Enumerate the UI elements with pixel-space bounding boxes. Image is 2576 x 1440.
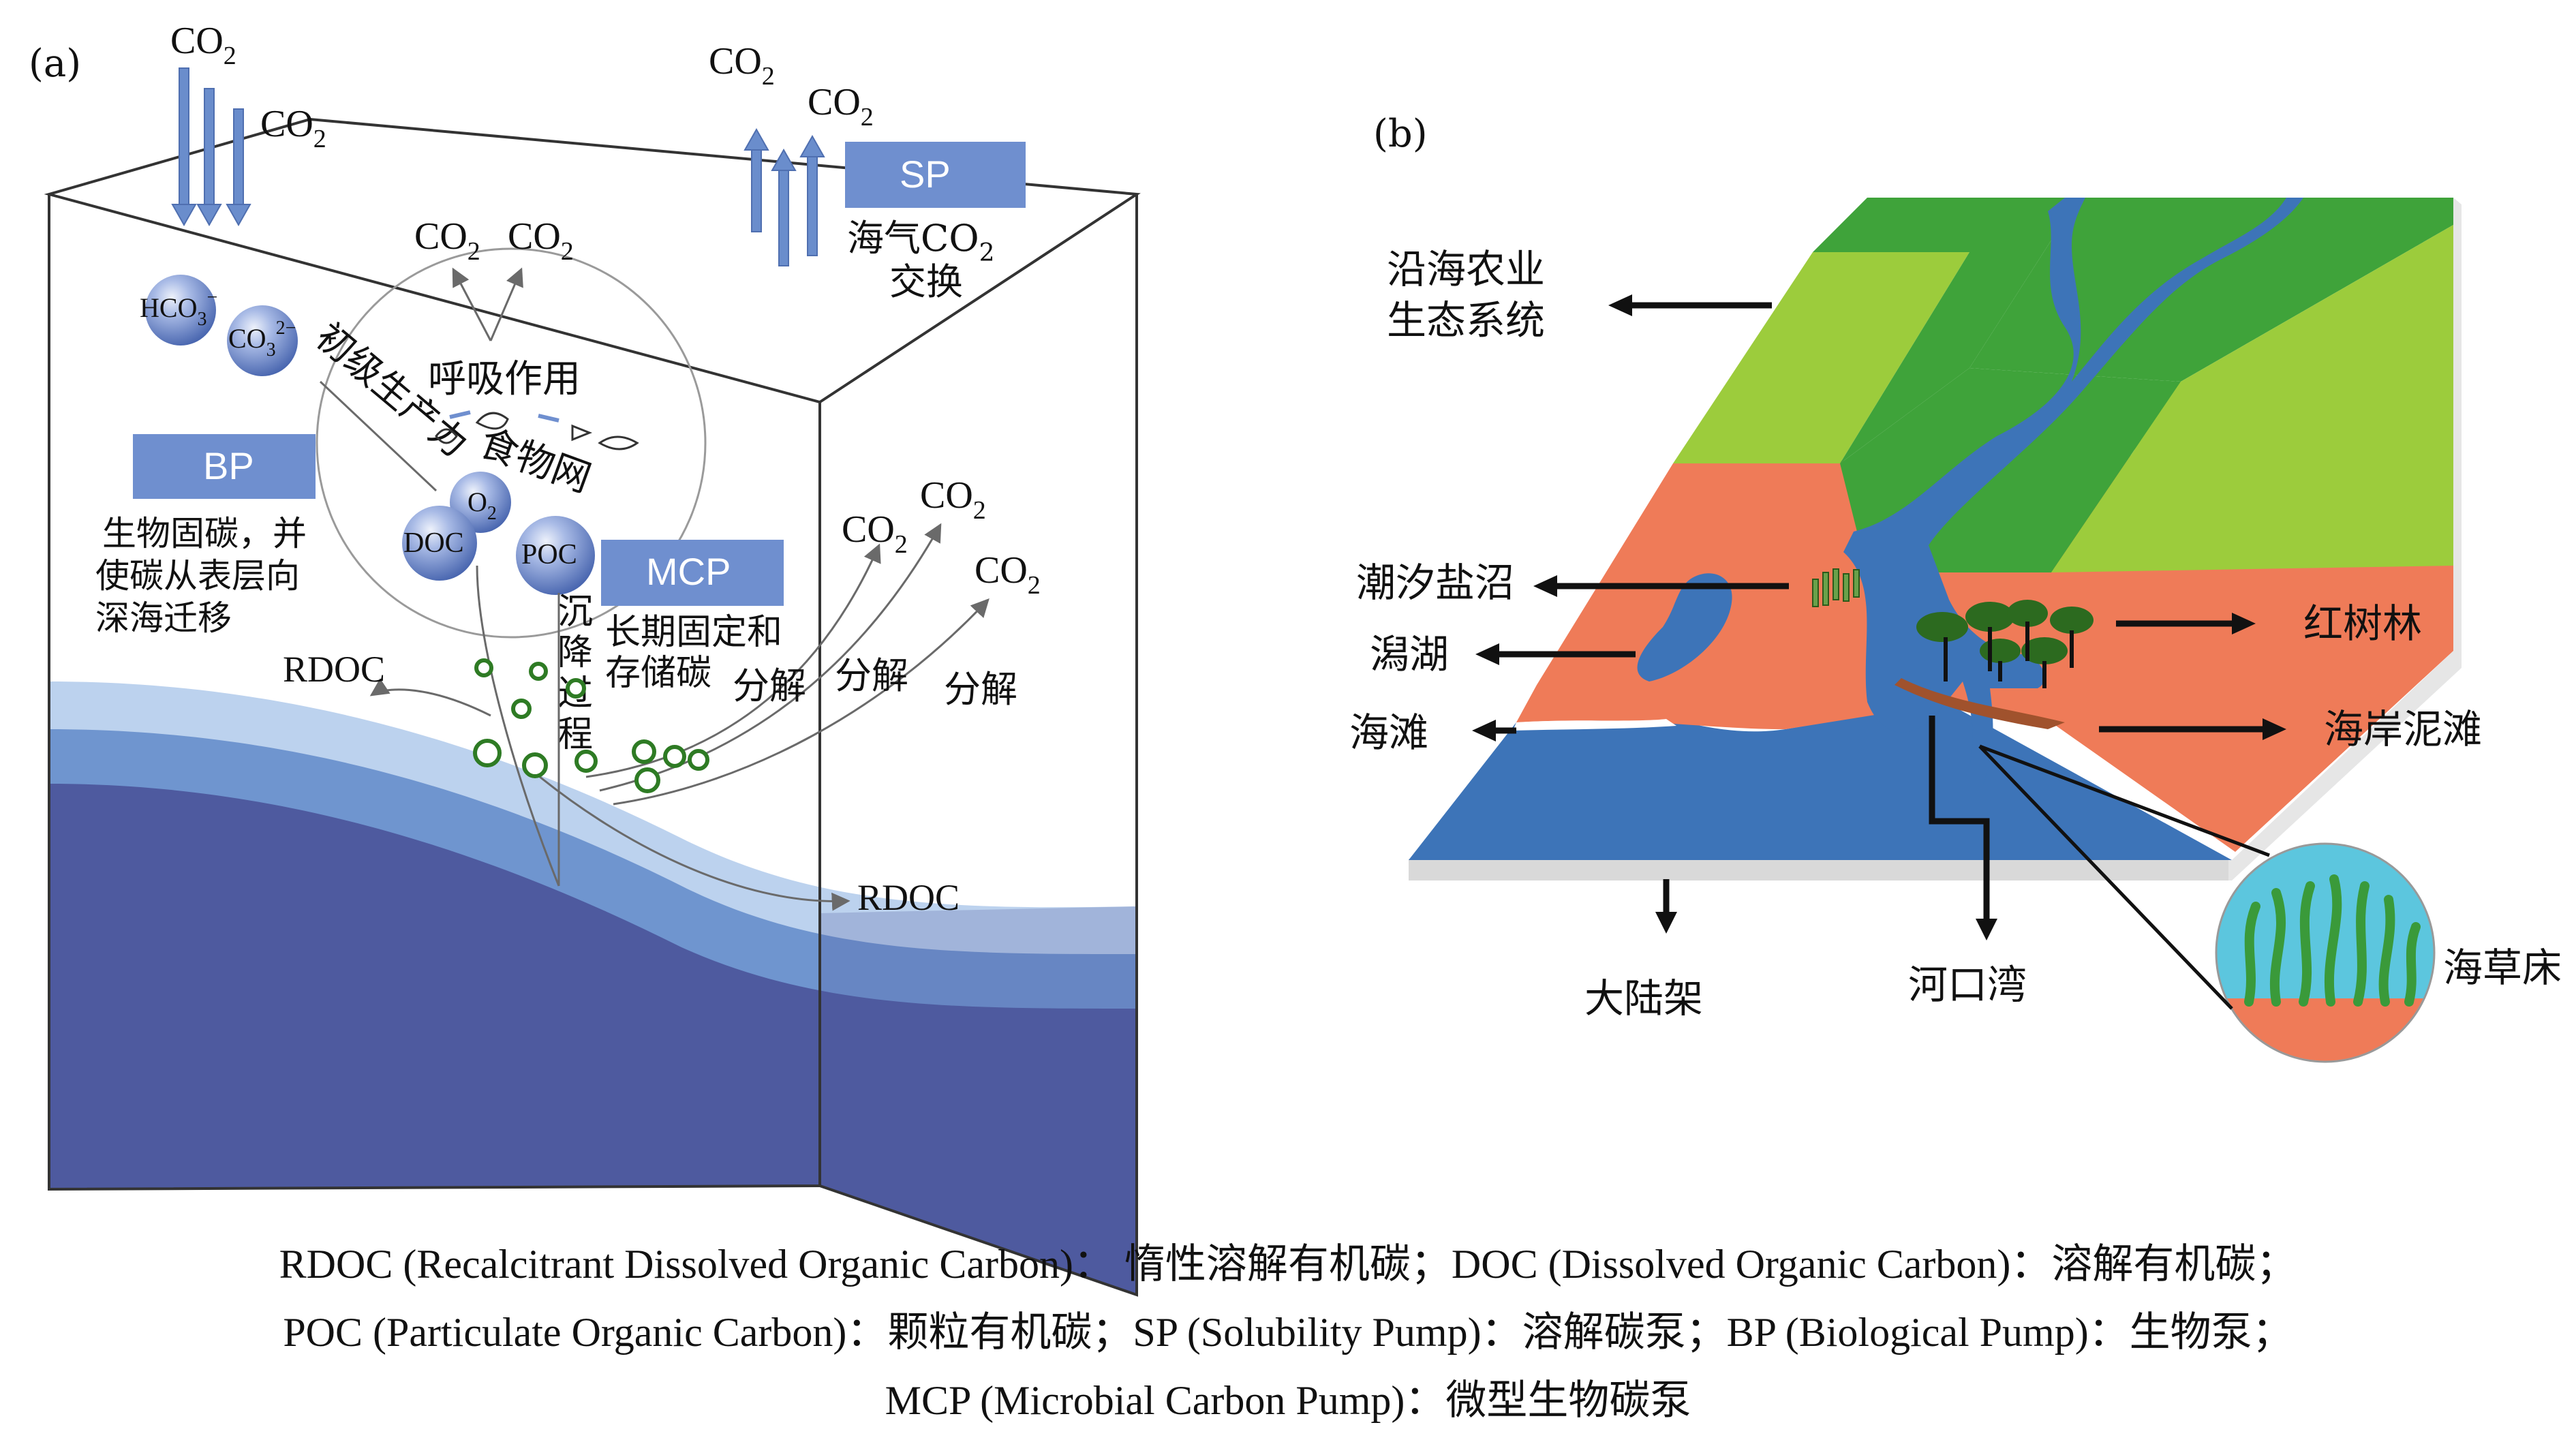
co2-input-arrows	[171, 67, 251, 227]
sp-label: SP	[900, 153, 951, 196]
mcp-desc-2: 存储碳	[605, 653, 711, 694]
mudflat-label: 海岸泥滩	[2324, 706, 2482, 752]
salt-marsh-label: 潮汐盐沼	[1356, 560, 1514, 606]
poc-label: POC	[521, 539, 577, 570]
panel-b-label: (b)	[1373, 112, 1428, 156]
sinking-char-1: 沉	[557, 592, 593, 632]
respiration-arrows	[452, 267, 523, 341]
co2-resp-label-2: CO2	[508, 215, 574, 266]
doc-label: DOC	[403, 527, 464, 559]
beach-strip	[1513, 719, 1676, 731]
hco3-sphere	[145, 275, 216, 346]
primary-production-arrow	[319, 380, 438, 492]
panel-a: (a) CO2 CO2 CO2 CO2	[29, 20, 1141, 1297]
co2-output-arrows	[743, 127, 825, 266]
estuary-label: 河口湾	[1908, 962, 2027, 1008]
ocean-layers	[49, 681, 1137, 1295]
respiration-label: 呼吸作用	[428, 357, 581, 401]
bp-box	[133, 434, 316, 499]
mangrove-trees	[1916, 600, 2094, 688]
shelf-water	[1409, 702, 2232, 860]
lagoon	[1637, 573, 1732, 681]
mcp-box	[601, 540, 784, 606]
seagrass-bed-inset	[2215, 842, 2436, 1063]
respiration-cycle-circle	[316, 247, 707, 639]
field-dark-2	[1969, 198, 2453, 382]
bp-label: BP	[203, 444, 254, 487]
o2-label: O2	[467, 487, 497, 524]
poc-sphere	[516, 516, 595, 595]
carbon-flow-lines	[369, 523, 990, 911]
caption: RDOC (Recalcitrant Dissolved Organic Car…	[279, 1242, 2297, 1423]
co2-in-label-1: CO2	[170, 20, 236, 70]
panel-a-label: (a)	[29, 42, 81, 86]
seagrass-label: 海草床	[2443, 945, 2562, 991]
bp-desc-3: 深海迁移	[95, 598, 232, 638]
coastal-agri-label-1: 沿海农业	[1387, 246, 1545, 292]
sp-desc-line1: 海气CO2	[847, 217, 995, 267]
rdoc-label-2: RDOC	[857, 877, 960, 918]
co2-in-label-2: CO2	[260, 103, 326, 153]
rdoc-label-1: RDOC	[283, 649, 385, 690]
co2-dec-label-3: CO2	[975, 549, 1041, 600]
doc-sphere	[402, 506, 477, 581]
sinking-char-2: 降	[557, 632, 593, 673]
beach-label: 海滩	[1349, 709, 1428, 756]
caption-line-3: MCP (Microbial Carbon Pump)：微型生物碳泵	[885, 1378, 1691, 1423]
microbes	[473, 658, 709, 793]
decompose-label-1: 分解	[733, 664, 806, 707]
salt-marsh-plants	[1812, 568, 1860, 607]
field-light-1	[1673, 252, 1969, 463]
shelf-label: 大陆架	[1584, 975, 1703, 1022]
co2-out-label-1: CO2	[709, 40, 775, 91]
bp-desc-2: 使碳从表层向	[95, 556, 300, 596]
mudflat	[1895, 678, 2065, 729]
decompose-label-3: 分解	[944, 668, 1017, 711]
caption-line-1: RDOC (Recalcitrant Dissolved Organic Car…	[279, 1242, 2297, 1287]
co2-out-label-2: CO2	[808, 81, 874, 132]
co3-sphere	[227, 305, 298, 376]
hco3-label: HCO3−	[140, 287, 217, 330]
sinking-char-4: 程	[557, 714, 593, 755]
sp-desc-line2: 交换	[889, 260, 963, 303]
field-dark-1	[1813, 198, 2079, 463]
sp-box	[845, 142, 1026, 208]
food-web-organisms	[435, 412, 639, 450]
seagrass-callout-lines	[1978, 744, 2270, 1010]
bp-desc-1: 生物固碳，并	[102, 514, 307, 553]
field-light-4	[2051, 382, 2453, 572]
co3-label: CO32−	[228, 318, 296, 361]
label-arrows	[1472, 294, 2286, 940]
panel-b: (b)	[1349, 112, 2562, 1063]
co2-dec-label-1: CO2	[842, 508, 908, 559]
co2-dec-label-2: CO2	[920, 474, 986, 525]
food-web-dashes	[449, 410, 559, 423]
decompose-label-2: 分解	[835, 654, 908, 697]
caption-line-2: POC (Particulate Organic Carbon)：颗粒有机碳；S…	[283, 1310, 2293, 1355]
mangrove-label: 红树林	[2303, 600, 2422, 647]
coastal-agri-label-2: 生态系统	[1387, 297, 1545, 343]
mcp-label: MCP	[646, 550, 731, 593]
ocean-box	[44, 117, 1141, 1297]
co2-resp-label-1: CO2	[414, 215, 480, 266]
mcp-desc-1: 长期固定和	[605, 612, 782, 653]
lagoon-label: 潟湖	[1370, 631, 1449, 677]
